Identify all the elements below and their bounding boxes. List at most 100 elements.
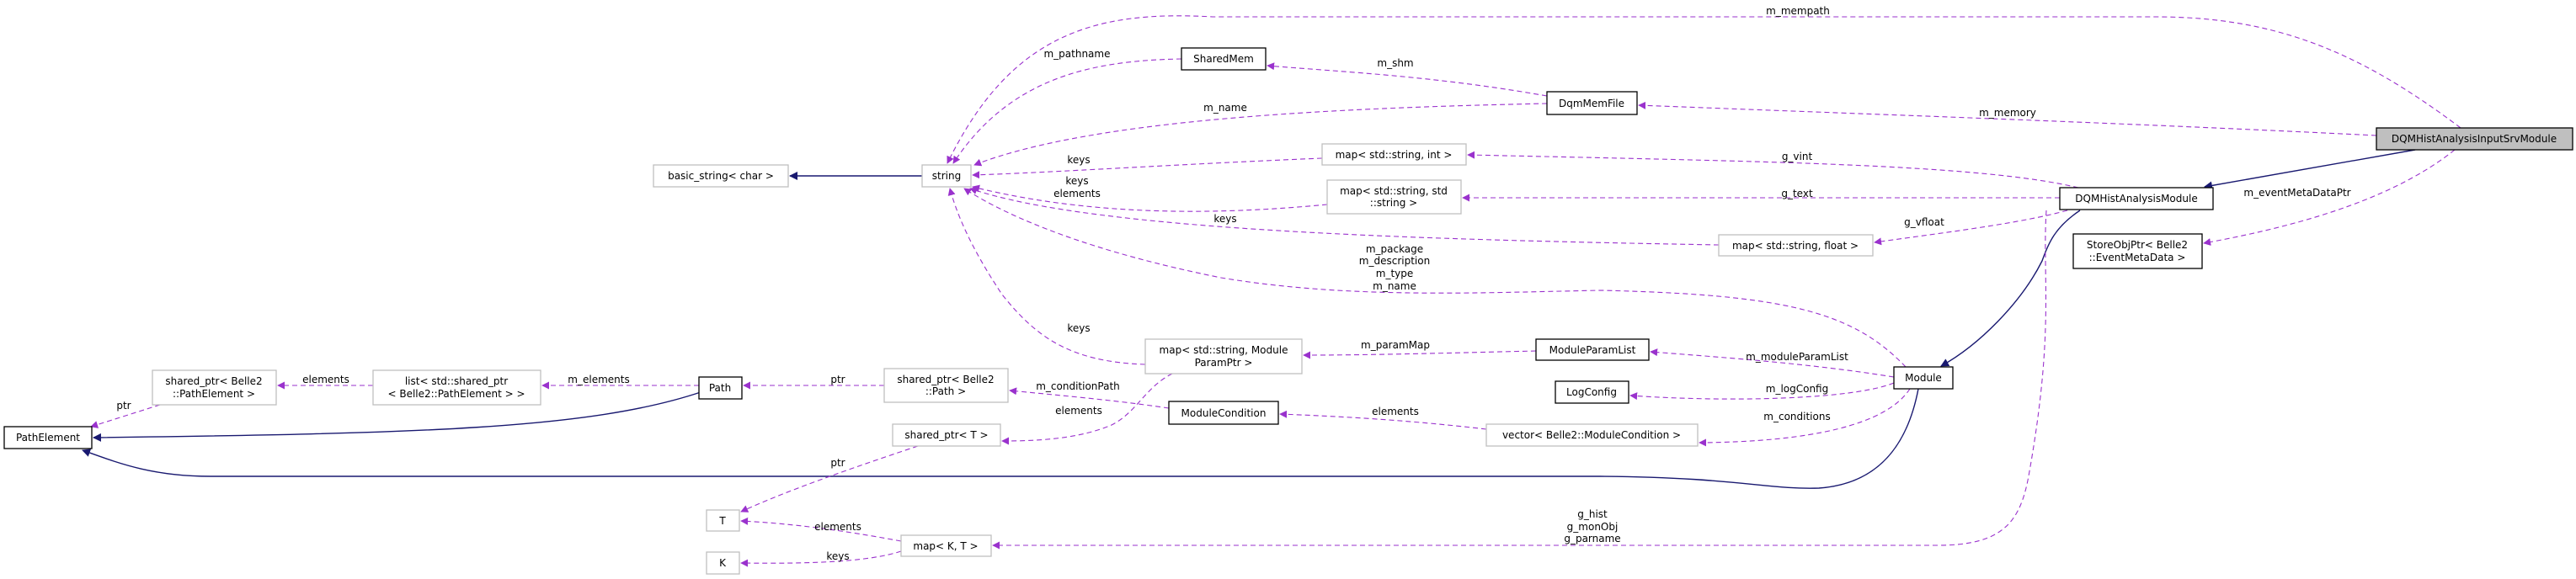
node-dqmhistanalysismodule[interactable]: DQMHistAnalysisModule	[2059, 187, 2214, 210]
label-m-elements: m_elements	[568, 374, 629, 385]
node-label: K	[719, 557, 727, 569]
label-m-logconfig: m_logConfig	[1766, 383, 1828, 395]
node-label: < Belle2::PathElement > >	[387, 388, 525, 400]
label-g-monobj: g_monObj	[1567, 521, 1619, 533]
node-moduleparamlist[interactable]: ModuleParamList	[1535, 338, 1650, 361]
label-ptr-path-element: ptr	[116, 400, 131, 412]
node-map-k-t[interactable]: map< K, T >	[900, 534, 992, 557]
label-m-package: m_package	[1366, 243, 1423, 255]
node-shared-ptr-pathelement[interactable]: shared_ptr< Belle2 ::PathElement >	[152, 369, 277, 406]
edge-m-parammap	[1303, 350, 1537, 359]
node-label: PathElement	[16, 432, 80, 444]
node-label: Path	[709, 382, 731, 394]
label-g-text: g_text	[1781, 188, 1813, 199]
node-label: ::PathElement >	[173, 388, 255, 400]
node-label: SharedMem	[1193, 53, 1254, 65]
edge-ptr-path-element	[90, 404, 161, 428]
edge-m-moduleparamlist	[1650, 348, 1895, 378]
node-label: vector< Belle2::ModuleCondition >	[1502, 429, 1681, 441]
node-k[interactable]: K	[706, 551, 740, 575]
node-dqmhistanalysisinputsrvmodule[interactable]: DQMHistAnalysisInputSrvModule	[2376, 127, 2573, 151]
node-label: ::EventMetaData >	[2089, 252, 2186, 263]
node-label: Module	[1905, 372, 1942, 384]
edge-inherit-path-pathelement	[93, 391, 701, 442]
label-m-shm: m_shm	[1377, 57, 1413, 69]
edge-keys-param	[947, 188, 1146, 365]
node-label: ModuleCondition	[1181, 407, 1267, 419]
node-map-string-moduleparamptr[interactable]: map< std::string, Module ParamPtr >	[1144, 338, 1303, 374]
edge-elements-condition	[1279, 410, 1487, 430]
node-pathelement[interactable]: PathElement	[3, 426, 93, 449]
label-m-pathname: m_pathname	[1043, 48, 1110, 60]
node-list-shared-ptr[interactable]: list< std::shared_ptr < Belle2::PathElem…	[372, 369, 541, 406]
node-storeobjptr[interactable]: StoreObjPtr< Belle2 ::EventMetaData >	[2072, 233, 2203, 269]
node-label: T	[718, 515, 726, 527]
edge-inherit-module-pathelement	[82, 388, 1919, 489]
edge-inherit-hist-analysis	[2204, 149, 2416, 190]
node-string[interactable]: string	[921, 164, 972, 188]
node-basic-string[interactable]: basic_string< char >	[653, 164, 789, 188]
label-keys-k: keys	[826, 550, 849, 562]
node-module[interactable]: Module	[1893, 366, 1954, 390]
label-g-vfloat: g_vfloat	[1904, 216, 1944, 228]
edge-m-name	[973, 103, 1548, 167]
edge-keys-int	[972, 157, 1323, 179]
label-g-parname: g_parname	[1564, 533, 1620, 544]
nodes: DQMHistAnalysisInputSrvModule DQMHistAna…	[3, 47, 2573, 575]
node-label: DqmMemFile	[1559, 98, 1624, 109]
node-label: LogConfig	[1566, 386, 1617, 398]
label-elements-path-element: elements	[302, 374, 349, 385]
edge-m-conditions	[1699, 388, 1911, 447]
label-m-moduleparamlist: m_moduleParamList	[1746, 351, 1848, 363]
label-keys-param: keys	[1067, 322, 1090, 334]
edge-labels: m_mempath m_pathname m_shm m_name m_memo…	[116, 5, 2350, 562]
node-label: string	[932, 170, 961, 182]
edge-keys-float	[969, 187, 1720, 246]
node-label: DQMHistAnalysisModule	[2075, 193, 2197, 205]
node-t[interactable]: T	[706, 509, 740, 532]
node-map-string-int[interactable]: map< std::string, int >	[1321, 143, 1467, 166]
edge-m-mempath	[947, 15, 2461, 164]
label-keys: keys	[1065, 175, 1088, 187]
edge-g-vfloat	[1874, 210, 2068, 246]
node-map-string-float[interactable]: map< std::string, float >	[1718, 234, 1874, 257]
label-g-vint: g_vint	[1782, 151, 1813, 162]
edge-m-logconfig	[1629, 382, 1895, 401]
edge-elements-t	[740, 517, 902, 542]
node-shared-ptr-path[interactable]: shared_ptr< Belle2 ::Path >	[883, 368, 1009, 403]
node-shared-ptr-t[interactable]: shared_ptr< T >	[892, 423, 1001, 447]
node-label: map< std::string, Module	[1160, 344, 1288, 356]
node-map-string-string[interactable]: map< std::string, std ::string >	[1326, 179, 1462, 215]
node-label: shared_ptr< Belle2	[897, 374, 994, 385]
node-label: shared_ptr< T >	[904, 429, 988, 441]
node-vector-modulecondition[interactable]: vector< Belle2::ModuleCondition >	[1485, 423, 1699, 447]
node-dqmmemfile[interactable]: DqmMemFile	[1546, 91, 1638, 115]
label-ptr-t: ptr	[830, 457, 845, 469]
edge-g-maps	[992, 210, 2047, 550]
node-modulecondition[interactable]: ModuleCondition	[1168, 401, 1279, 425]
label-elements: elements	[1053, 188, 1101, 199]
edges	[82, 15, 2461, 567]
node-sharedmem[interactable]: SharedMem	[1181, 47, 1267, 71]
label-m-conditions: m_conditions	[1763, 411, 1830, 422]
node-label: basic_string< char >	[668, 170, 774, 182]
label-m-memory: m_memory	[1979, 107, 2036, 119]
node-label: map< K, T >	[913, 540, 978, 552]
label-keys-int: keys	[1067, 154, 1090, 166]
node-label: shared_ptr< Belle2	[165, 375, 262, 387]
label-keys-float: keys	[1213, 213, 1236, 225]
node-label: StoreObjPtr< Belle2	[2087, 239, 2188, 251]
label-ptr-path: ptr	[830, 374, 845, 385]
edge-module-strings	[963, 188, 1907, 368]
edge-keys-elements	[972, 184, 1328, 212]
edge-m-conditionpath	[1009, 387, 1170, 409]
edge-m-pathname	[952, 58, 1182, 164]
edge-m-eventmetadataptr	[2203, 149, 2456, 246]
node-label: map< std::string, std	[1340, 185, 1448, 197]
node-logconfig[interactable]: LogConfig	[1555, 380, 1629, 404]
node-path[interactable]: Path	[698, 376, 743, 400]
label-elements-condition: elements	[1372, 406, 1419, 417]
label-m-eventmetadataptr: m_eventMetaDataPtr	[2243, 187, 2350, 199]
edge-keys-k	[740, 550, 902, 567]
label-m-description: m_description	[1359, 255, 1430, 267]
